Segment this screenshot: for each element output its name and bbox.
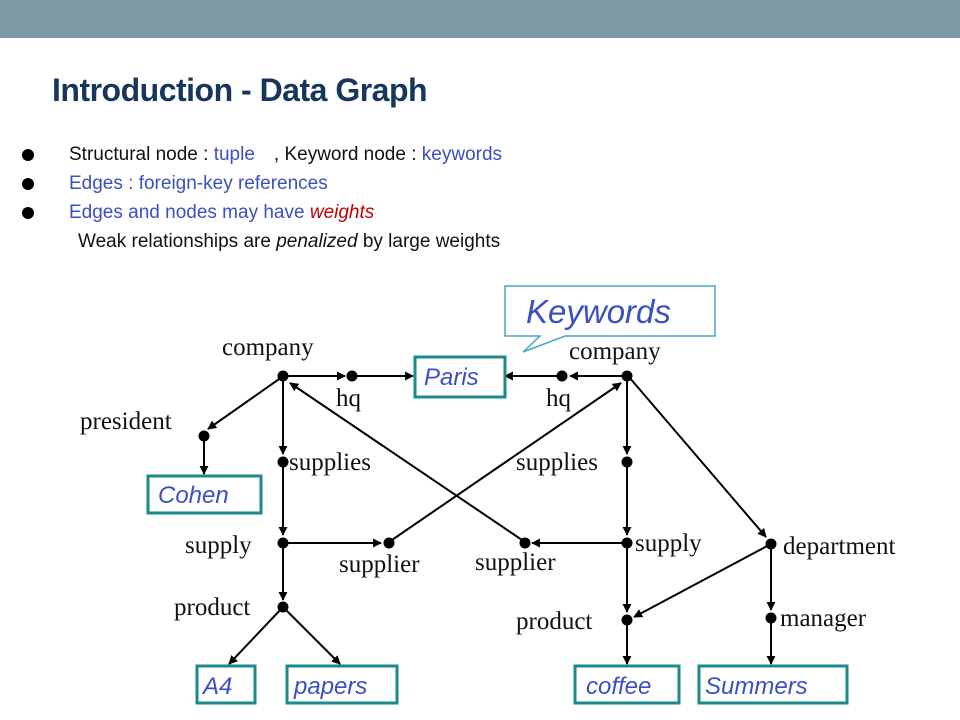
node-product-left <box>277 601 289 613</box>
keyword-cohen: Cohen <box>158 482 229 509</box>
label-company-right: company <box>569 338 661 365</box>
slide-title: Introduction - Data Graph <box>52 72 428 108</box>
bullet-text: Edges and nodes may have weights <box>69 202 375 223</box>
node-hq-right <box>556 370 568 382</box>
bullet-list: Structural node : tuple , Keyword node :… <box>22 140 922 256</box>
node-president <box>198 430 210 442</box>
keyword-coffee: coffee <box>586 673 651 700</box>
label-supplies-left: supplies <box>289 449 371 476</box>
edge-product-papers <box>282 606 341 665</box>
label-product-right: product <box>516 608 592 635</box>
bullet-structural-node: Structural node : tuple , Keyword node :… <box>22 140 922 169</box>
bullet-text: Edges : foreign-key references <box>69 173 328 194</box>
keyword-box-summers <box>697 664 849 705</box>
bullet-edges: Edges : foreign-key references <box>22 169 922 198</box>
bullet-weights: Edges and nodes may have weights <box>22 198 922 227</box>
node-manager <box>765 612 777 624</box>
label-supply-left: supply <box>185 532 252 559</box>
node-supplies-right <box>621 456 633 468</box>
edge-company-president <box>207 376 283 430</box>
node-supplies-left <box>277 456 289 468</box>
node-product-right <box>621 614 633 626</box>
bullet-dot <box>22 178 34 190</box>
bullet-subtext: Weak relationships are penalized by larg… <box>78 231 501 252</box>
label-hq-right: hq <box>546 385 572 412</box>
bullet-dot <box>22 207 34 219</box>
keyword-box-a4 <box>195 664 257 705</box>
keyword-paris: Paris <box>424 364 479 391</box>
label-department: department <box>783 533 896 560</box>
bullet-dot <box>22 149 34 161</box>
keyword-papers: papers <box>293 673 367 700</box>
edge-company-department <box>628 376 767 538</box>
node-supply-left <box>277 537 289 549</box>
label-company-left: company <box>222 334 314 361</box>
keyword-box-cohen <box>146 474 263 515</box>
top-bar <box>0 0 960 38</box>
edge-supplier-company-right <box>388 382 622 543</box>
node-supplier-left <box>383 537 395 549</box>
keyword-box-coffee <box>573 664 681 705</box>
keywords-callout-text: Keywords <box>526 293 671 330</box>
keyword-box-paris <box>413 355 507 399</box>
edge-product-a4 <box>228 606 284 665</box>
node-company-left <box>277 370 289 382</box>
node-company-right <box>621 370 633 382</box>
label-hq-left: hq <box>336 385 362 412</box>
node-supply-right <box>621 537 633 549</box>
label-supplier-right: supplier <box>475 549 556 576</box>
keyword-summers: Summers <box>705 673 808 700</box>
edge-department-product-right <box>633 543 772 618</box>
label-product-left: product <box>174 594 250 621</box>
edge-supplier-company-left <box>289 382 526 543</box>
keywords-callout <box>504 285 716 353</box>
keyword-box-papers <box>285 664 399 705</box>
label-supplier-left: supplier <box>339 551 420 578</box>
label-manager: manager <box>780 605 867 632</box>
label-supply-right: supply <box>635 530 702 557</box>
label-supplies-right: supplies <box>516 449 598 476</box>
node-hq-left <box>346 370 358 382</box>
node-department <box>765 538 777 550</box>
label-president: president <box>80 408 172 435</box>
keyword-a4: A4 <box>201 673 232 700</box>
node-supplier-right <box>519 537 531 549</box>
bullet-weak-relationships: Weak relationships are penalized by larg… <box>22 227 922 256</box>
bullet-text: Structural node : tuple , Keyword node :… <box>69 144 503 165</box>
